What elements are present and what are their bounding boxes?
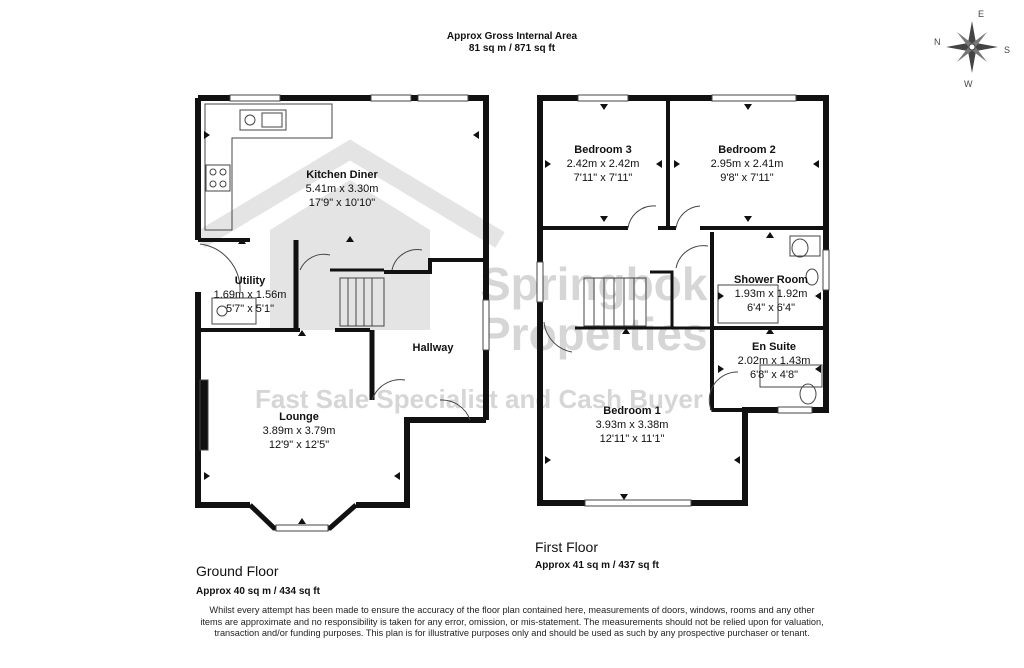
room-name-bedroom-2: Bedroom 2 — [718, 144, 775, 156]
compass-e-label: E — [978, 9, 984, 19]
room-name-shower-room: Shower Room — [734, 274, 808, 286]
first-floor-dimension-arrows — [545, 104, 821, 500]
room-metric-bedroom-3: 2.42m x 2.42m — [567, 158, 640, 170]
room-imperial-en-suite: 6'8" x 4'8" — [750, 369, 798, 381]
room-imperial-bedroom-3: 7'11" x 7'11" — [574, 172, 633, 184]
room-metric-en-suite: 2.02m x 1.43m — [738, 355, 811, 367]
room-imperial-bedroom-1: 12'11" x 11'1" — [600, 433, 665, 445]
room-kitchen-diner: Kitchen Diner 5.41m x 3.30m 17'9" x 10'1… — [306, 169, 379, 209]
first-floor-plan — [537, 95, 829, 506]
first-floor-title: First Floor — [535, 539, 598, 555]
room-name-en-suite: En Suite — [752, 341, 796, 353]
room-name-hallway: Hallway — [413, 342, 455, 354]
room-metric-bedroom-1: 3.93m x 3.38m — [596, 419, 669, 431]
first-floor-details — [536, 94, 830, 507]
room-metric-utility: 1.69m x 1.56m — [214, 289, 287, 301]
room-shower-room: Shower Room 1.93m x 1.92m 6'4" x 6'4" — [734, 274, 808, 314]
compass-icon: N E S W — [934, 9, 1010, 89]
compass-n-label: N — [934, 37, 941, 47]
room-bedroom-2: Bedroom 2 2.95m x 2.41m 9'8" x 7'11" — [711, 144, 784, 184]
room-imperial-utility: 5'7" x 5'1" — [226, 303, 274, 315]
ground-floor-title: Ground Floor — [196, 563, 279, 579]
ground-floor-area: Approx 40 sq m / 434 sq ft — [196, 586, 320, 597]
room-bedroom-1: Bedroom 1 3.93m x 3.38m 12'11" x 11'1" — [596, 405, 669, 445]
room-lounge: Lounge 3.89m x 3.79m 12'9" x 12'5" — [263, 411, 336, 451]
watermark: Springbok Properties Fast Sale Specialis… — [195, 139, 708, 414]
room-name-lounge: Lounge — [279, 411, 319, 423]
room-imperial-kitchen-diner: 17'9" x 10'10" — [309, 197, 376, 209]
room-bedroom-3: Bedroom 3 2.42m x 2.42m 7'11" x 7'11" — [567, 144, 640, 184]
room-metric-kitchen-diner: 5.41m x 3.30m — [306, 183, 379, 195]
room-name-bedroom-1: Bedroom 1 — [603, 405, 660, 417]
room-name-utility: Utility — [235, 275, 266, 287]
header-title: Approx Gross Internal Area — [446, 31, 578, 42]
room-name-kitchen-diner: Kitchen Diner — [306, 169, 378, 181]
compass-w-label: W — [964, 79, 973, 89]
room-en-suite: En Suite 2.02m x 1.43m 6'8" x 4'8" — [738, 341, 811, 381]
ground-floor-plan — [195, 95, 489, 531]
header-area: 81 sq m / 871 sq ft — [468, 43, 556, 54]
room-name-bedroom-3: Bedroom 3 — [574, 144, 631, 156]
room-metric-lounge: 3.89m x 3.79m — [263, 425, 336, 437]
watermark-tagline: Fast Sale Specialist and Cash Buyer — [255, 384, 703, 414]
room-utility: Utility 1.69m x 1.56m 5'7" x 5'1" — [214, 275, 287, 315]
room-imperial-bedroom-2: 9'8" x 7'11" — [720, 172, 773, 184]
room-metric-shower-room: 1.93m x 1.92m — [735, 288, 808, 300]
ground-floor-details — [199, 94, 490, 532]
ground-floor-dimension-arrows — [204, 131, 479, 524]
first-floor-area: Approx 41 sq m / 437 sq ft — [535, 560, 659, 571]
room-metric-bedroom-2: 2.95m x 2.41m — [711, 158, 784, 170]
room-hallway: Hallway — [413, 342, 455, 354]
room-imperial-lounge: 12'9" x 12'5" — [269, 439, 329, 451]
room-imperial-shower-room: 6'4" x 6'4" — [747, 302, 795, 314]
compass-s-label: S — [1004, 45, 1010, 55]
disclaimer-text: Whilst every attempt has been made to en… — [200, 605, 824, 638]
